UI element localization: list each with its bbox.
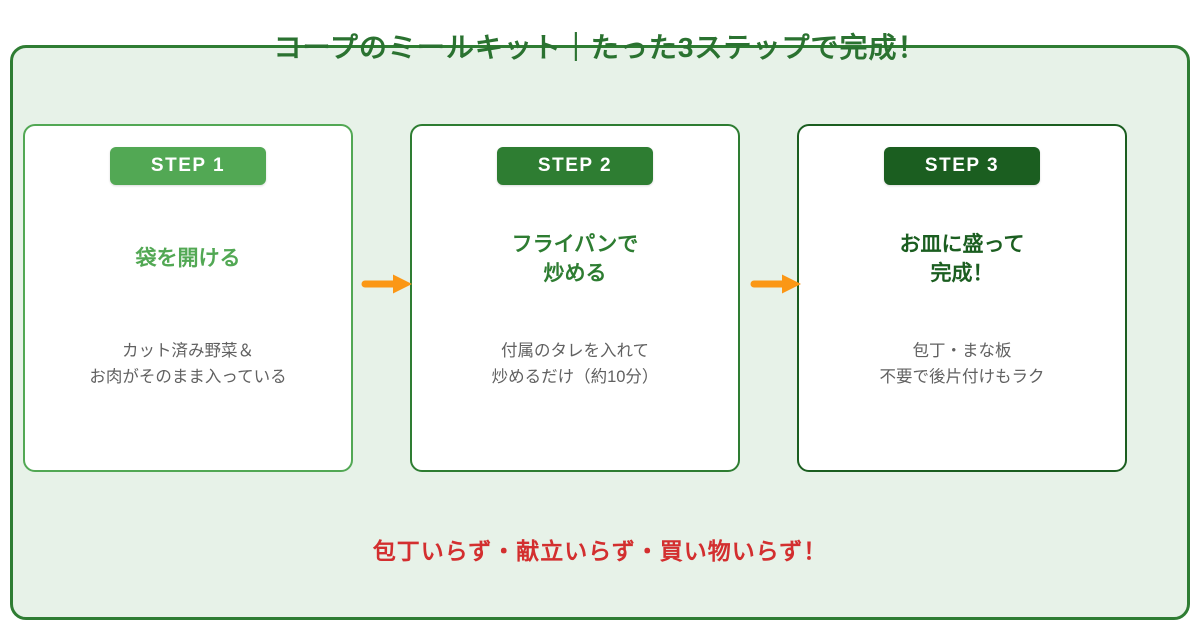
right-arrow-icon	[360, 273, 412, 295]
step-heading-1: 袋を開ける	[135, 247, 241, 271]
step-cards-row: STEP 1 袋を開ける カット済み野菜＆ お肉がそのまま入っている STEP …	[23, 124, 1127, 472]
right-arrow-icon	[749, 273, 801, 295]
step-card-1: STEP 1 袋を開ける カット済み野菜＆ お肉がそのまま入っている	[23, 124, 353, 472]
step-description-1: カット済み野菜＆ お肉がそのまま入っている	[89, 342, 287, 386]
step-card-3: STEP 3 お皿に盛って 完成！ 包丁・まな板 不要で後片付けもラク	[797, 124, 1127, 472]
step-badge-2: STEP 2	[497, 147, 653, 185]
page-title: コープのミールキット｜たった3ステップで完成！	[273, 32, 927, 63]
step-card-2: STEP 2 フライパンで 炒める 付属のタレを入れて 炒めるだけ（約10分）	[410, 124, 740, 472]
step-description-2: 付属のタレを入れて 炒めるだけ（約10分）	[491, 342, 659, 386]
step-description-3: 包丁・まな板 不要で後片付けもラク	[879, 342, 1045, 386]
step-badge-1: STEP 1	[110, 147, 266, 185]
step-heading-2: フライパンで 炒める	[511, 232, 639, 285]
step-badge-3: STEP 3	[884, 147, 1040, 185]
footer-highlight-text: 包丁いらず・献立いらず・買い物いらず！	[372, 538, 828, 564]
step-heading-3: お皿に盛って 完成！	[899, 232, 1025, 285]
